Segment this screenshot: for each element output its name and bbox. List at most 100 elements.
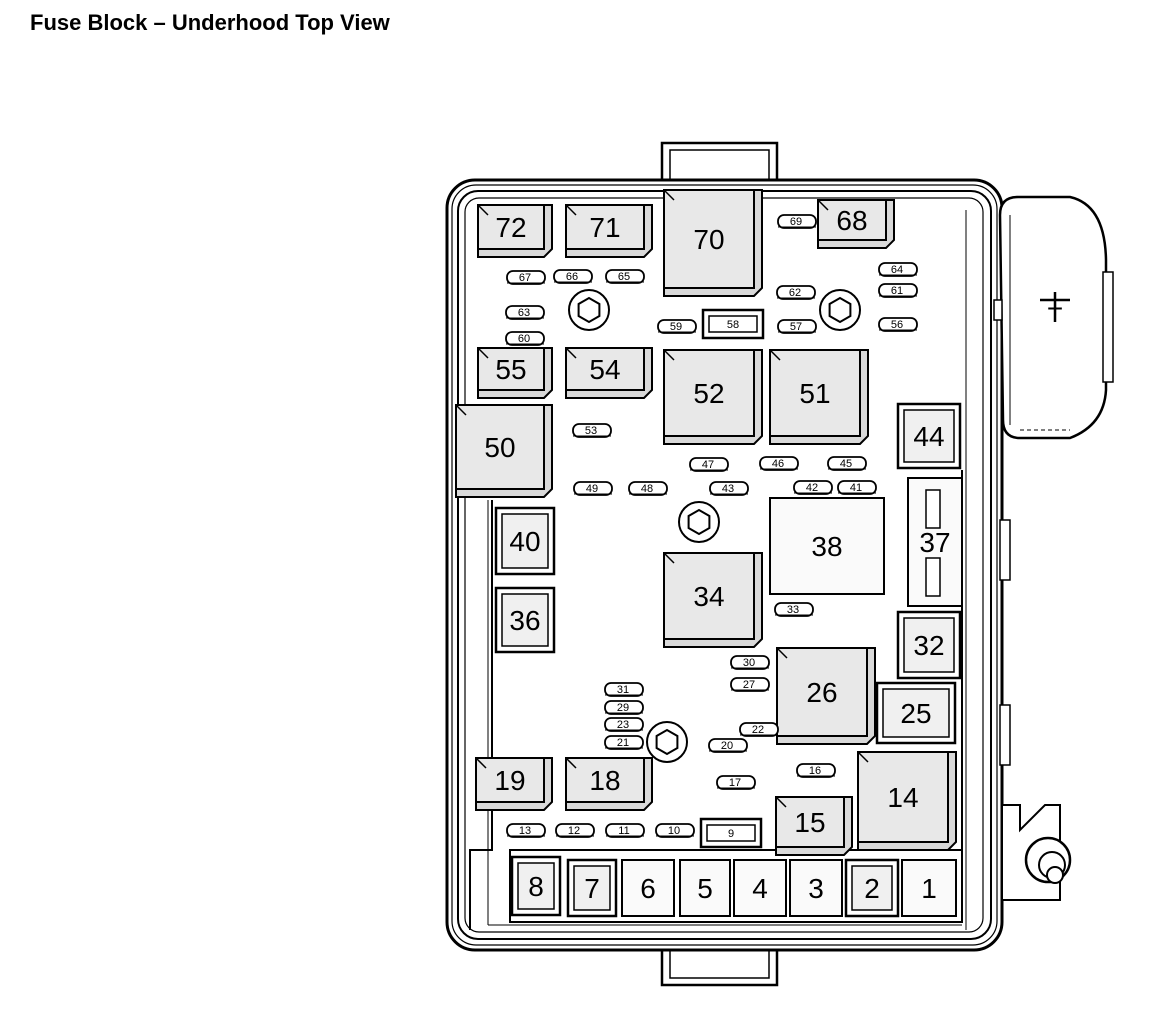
fuse-label-14: 14 bbox=[887, 782, 918, 813]
fuse-label-8: 8 bbox=[528, 871, 544, 902]
mini-fuse-27: 27 bbox=[730, 677, 770, 692]
side-notches bbox=[993, 299, 1011, 766]
mini-fuse-42: 42 bbox=[793, 480, 833, 495]
fuse-19: 19 bbox=[475, 757, 553, 811]
fuse-label-32: 32 bbox=[913, 630, 944, 661]
fuse-4: 4 bbox=[733, 859, 787, 917]
mini-fuse-47: 47 bbox=[689, 457, 729, 472]
mini-fuse-label-62: 62 bbox=[789, 287, 801, 299]
fuse-25: 25 bbox=[875, 681, 957, 745]
mini-fuse-label-20: 20 bbox=[721, 740, 733, 752]
fuse-label-71: 71 bbox=[589, 212, 620, 243]
fuse-label-38: 38 bbox=[811, 531, 842, 562]
mini-fuse-label-58: 58 bbox=[727, 319, 739, 331]
mini-fuse-label-69: 69 bbox=[790, 216, 802, 228]
mini-fuse-label-64: 64 bbox=[891, 264, 903, 276]
mini-fuse-17: 17 bbox=[716, 775, 756, 790]
mini-fuse-label-11: 11 bbox=[618, 825, 629, 837]
hex-bolt-1 bbox=[568, 289, 610, 331]
plus-icon bbox=[1040, 292, 1070, 322]
fuse-15: 15 bbox=[775, 796, 853, 856]
fuse-label-15: 15 bbox=[794, 807, 825, 838]
mini-fuse-49: 49 bbox=[573, 481, 613, 496]
mini-fuse-label-12: 12 bbox=[568, 825, 580, 837]
mini-fuse-label-23: 23 bbox=[617, 719, 629, 731]
mini-fuse-label-59: 59 bbox=[670, 321, 682, 333]
mini-fuse-58: 58 bbox=[701, 308, 765, 340]
fuse-label-25: 25 bbox=[900, 698, 931, 729]
fuse-label-34: 34 bbox=[693, 581, 724, 612]
fuse-55: 55 bbox=[477, 347, 553, 399]
battery-terminal-cover: + bbox=[998, 195, 1114, 440]
mini-fuse-10: 10 bbox=[655, 823, 695, 838]
mini-fuse-label-63: 63 bbox=[518, 307, 530, 319]
mini-fuse-57: 57 bbox=[777, 319, 817, 334]
fuse-26: 26 bbox=[776, 647, 876, 745]
mini-fuse-60: 60 bbox=[505, 331, 545, 346]
mini-fuse-label-9: 9 bbox=[728, 828, 734, 840]
mini-fuse-9: 9 bbox=[699, 817, 763, 849]
fuse-2: 2 bbox=[844, 858, 900, 918]
fuse-70: 70 bbox=[663, 189, 763, 297]
fuse-label-1: 1 bbox=[921, 873, 937, 904]
fuse-label-6: 6 bbox=[640, 873, 656, 904]
fuse-6: 6 bbox=[621, 859, 675, 917]
mini-fuse-43: 43 bbox=[709, 481, 749, 496]
fuse-72: 72 bbox=[477, 204, 553, 258]
fuse-label-7: 7 bbox=[584, 873, 600, 904]
mini-fuse-56: 56 bbox=[878, 317, 918, 332]
mini-fuse-63: 63 bbox=[505, 305, 545, 320]
terminal-symbol: + bbox=[1047, 293, 1063, 324]
mini-fuse-label-66: 66 bbox=[566, 271, 578, 283]
mini-fuse-33: 33 bbox=[774, 602, 814, 617]
mini-fuse-label-17: 17 bbox=[729, 777, 741, 789]
hex-bolt-2 bbox=[819, 289, 861, 331]
mini-fuse-label-61: 61 bbox=[891, 285, 903, 297]
mini-fuse-59: 59 bbox=[657, 319, 697, 334]
mini-fuse-69: 69 bbox=[777, 214, 817, 229]
mini-fuse-label-57: 57 bbox=[790, 321, 802, 333]
fuse-label-54: 54 bbox=[589, 354, 620, 385]
fuse-34: 34 bbox=[663, 552, 763, 648]
fuse-label-52: 52 bbox=[693, 378, 724, 409]
fuse-37: 37 bbox=[907, 477, 963, 607]
mini-fuse-label-45: 45 bbox=[840, 458, 852, 470]
fuse-label-68: 68 bbox=[836, 205, 867, 236]
fuse-label-36: 36 bbox=[509, 605, 540, 636]
fuse-18: 18 bbox=[565, 757, 653, 811]
fuse-5: 5 bbox=[679, 859, 731, 917]
mini-fuse-label-46: 46 bbox=[772, 458, 784, 470]
mini-fuse-30: 30 bbox=[730, 655, 770, 670]
fuse-71: 71 bbox=[565, 204, 653, 258]
mini-fuse-29: 29 bbox=[604, 700, 644, 715]
mini-fuse-label-21: 21 bbox=[617, 737, 629, 749]
mini-fuse-45: 45 bbox=[827, 456, 867, 471]
fuse-68: 68 bbox=[817, 199, 895, 249]
mini-fuse-label-31: 31 bbox=[617, 684, 629, 696]
fuse-label-37: 37 bbox=[919, 527, 950, 558]
fuse-54: 54 bbox=[565, 347, 653, 399]
hex-bolt-3 bbox=[678, 501, 720, 543]
fuse-40: 40 bbox=[494, 506, 556, 576]
ground-stud bbox=[1001, 804, 1072, 901]
fuse-label-40: 40 bbox=[509, 526, 540, 557]
mini-fuse-61: 61 bbox=[878, 283, 918, 298]
fuse-8: 8 bbox=[510, 855, 562, 917]
mini-fuse-label-43: 43 bbox=[722, 483, 734, 495]
hex-bolt-4 bbox=[646, 721, 688, 763]
mini-fuse-label-49: 49 bbox=[586, 483, 598, 495]
fuse-36: 36 bbox=[494, 586, 556, 654]
mini-fuse-66: 66 bbox=[553, 269, 593, 284]
mini-fuse-22: 22 bbox=[739, 722, 779, 737]
fuse-32: 32 bbox=[896, 610, 962, 680]
fuse-label-19: 19 bbox=[494, 765, 525, 796]
fuse-label-44: 44 bbox=[913, 421, 944, 452]
mini-fuse-23: 23 bbox=[604, 717, 644, 732]
mini-fuse-65: 65 bbox=[605, 269, 645, 284]
mini-fuse-label-30: 30 bbox=[743, 657, 755, 669]
mini-fuse-label-65: 65 bbox=[618, 271, 630, 283]
mini-fuse-label-60: 60 bbox=[518, 333, 530, 345]
fuse-label-4: 4 bbox=[752, 873, 768, 904]
mini-fuse-label-10: 10 bbox=[668, 825, 680, 837]
fuse-52: 52 bbox=[663, 349, 763, 445]
